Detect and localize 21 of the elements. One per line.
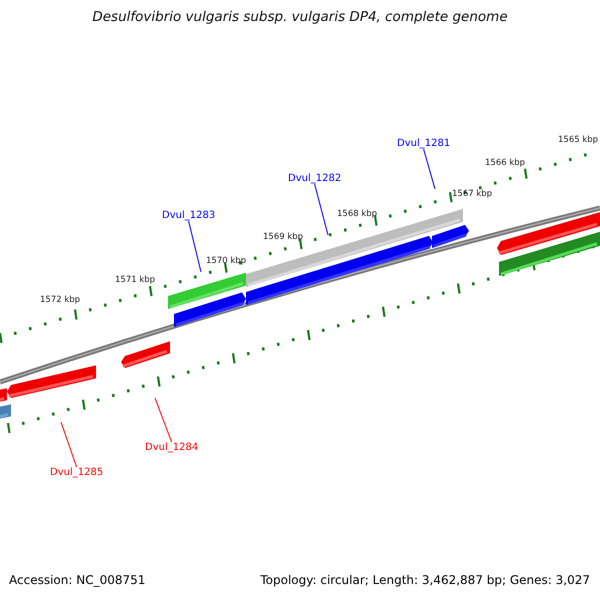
gene-label: Dvul_1284 <box>145 442 198 453</box>
leader-line <box>423 148 436 190</box>
title: Desulfovibrio vulgaris subsp. vulgaris DP4, complete genome <box>91 9 509 25</box>
leader-line <box>154 398 172 442</box>
accession-text: Accession: NC_008751 <box>9 573 146 587</box>
genome-summary-text: Topology: circular; Length: 3,462,887 bp; Genes: 3,027 <box>260 573 590 587</box>
gene-label: Dvul_1282 <box>288 173 342 184</box>
scale-label: 1572 kbp <box>40 295 80 305</box>
scale-label: 1568 kbp <box>337 209 378 219</box>
scale-label: 1565 kbp <box>558 135 598 145</box>
leader-line <box>314 184 328 236</box>
scale-label: 1569 kbp <box>263 232 304 242</box>
scale-label: 1570 kbp <box>206 256 246 266</box>
leader-line <box>188 220 202 272</box>
gene-label: Dvul_1285 <box>50 467 104 478</box>
leader-line <box>60 422 78 468</box>
gene-label: Dvul_1283 <box>162 210 216 221</box>
scale-label: 1571 kbp <box>115 275 156 285</box>
gene-label: Dvul_1281 <box>397 138 450 149</box>
scale-label: 1566 kbp <box>485 158 526 168</box>
scale-label: 1567 kbp <box>452 189 492 199</box>
